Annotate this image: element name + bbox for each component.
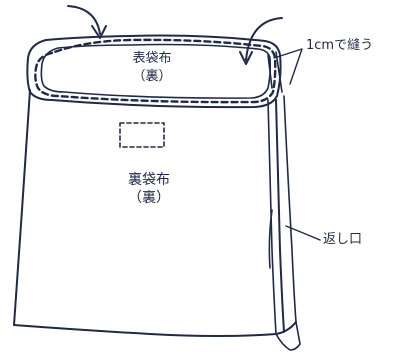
fold-band-right (267, 51, 283, 93)
bag-side-right (275, 99, 285, 333)
outer-fabric-sub-label: （裏） (132, 69, 172, 84)
inner-fabric-label: 裏袋布 (128, 172, 170, 188)
arrow-left (67, 5, 101, 35)
bag-side-right-3 (283, 95, 297, 323)
outer-fabric-label: 表袋布 (132, 51, 172, 66)
arrow-left-head (91, 25, 107, 39)
arrow-right (245, 17, 283, 61)
bag-bottom-corner (275, 333, 301, 351)
arrow-right-head (239, 51, 253, 65)
bag-bottom (13, 321, 297, 337)
return-opening-label: 返し口 (323, 232, 363, 247)
sew-note-label: 1cmで縫う (306, 38, 374, 53)
sew-note-leader (273, 48, 303, 85)
bag-bottom-corner-2 (295, 321, 301, 345)
return-opening-gap (268, 209, 273, 269)
bag-side-left (13, 89, 31, 326)
inner-fabric-sub-label: （裏） (128, 190, 170, 206)
bag-side-right-2 (267, 99, 277, 335)
return-opening-leader (285, 225, 321, 241)
bag-rim-inner (40, 43, 272, 99)
stitch-line-top (34, 38, 277, 104)
label-tag-dashed (119, 122, 165, 148)
